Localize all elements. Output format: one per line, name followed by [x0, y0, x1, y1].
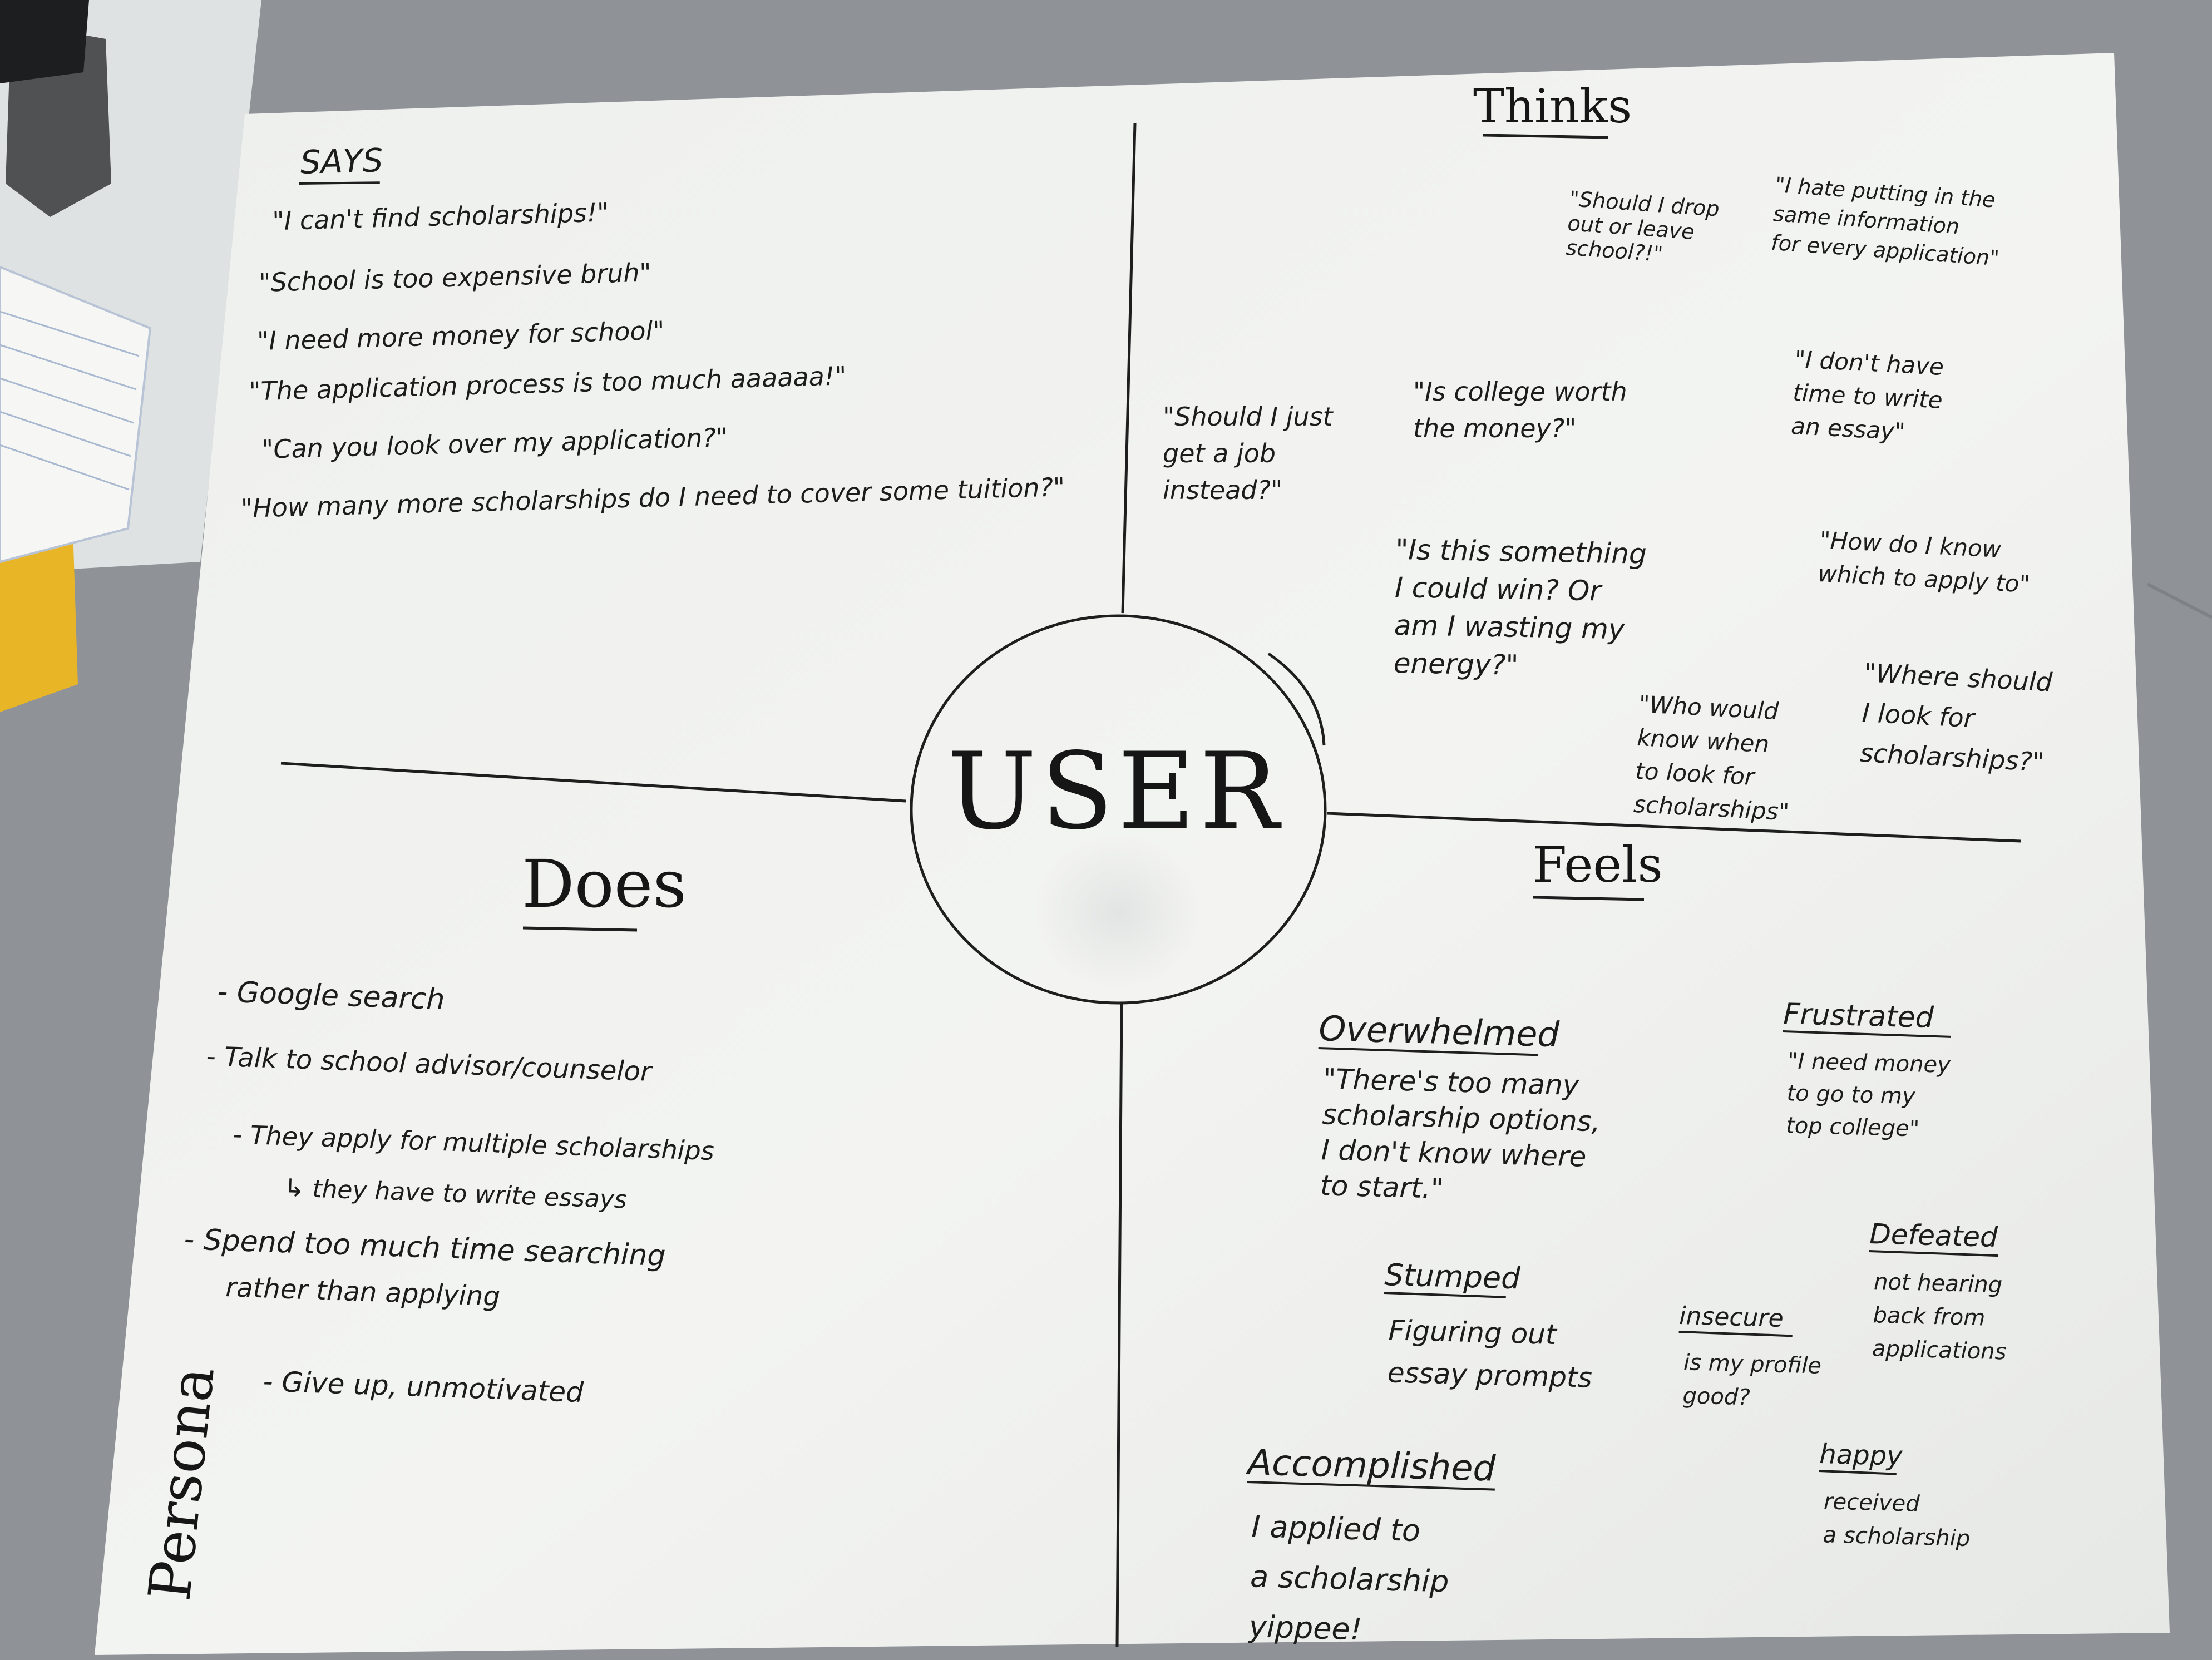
feels-emotion-line: good?	[1682, 1383, 1750, 1410]
feels-emotion-heading: Stumped	[1384, 1257, 1521, 1296]
thinks-note-line: instead?"	[1163, 475, 1282, 505]
feels-emotion: Defeated not hearing back from applications	[1866, 1218, 2009, 1365]
feels-emotion-heading: Overwhelmed	[1319, 1008, 1561, 1055]
says-title: SAYS	[300, 141, 383, 181]
thinks-note-line: I could win? Or	[1395, 571, 1603, 607]
feels-emotion-line: essay prompts	[1387, 1356, 1592, 1394]
feels-emotion-heading: insecure	[1679, 1302, 1784, 1333]
thinks-note-line: "Is college worth	[1413, 377, 1627, 407]
feels-emotion-line: a scholarship	[1823, 1522, 1971, 1552]
feels-emotion-line: top college"	[1786, 1113, 1920, 1142]
feels-emotion-line: to start."	[1320, 1169, 1444, 1205]
feels-emotion-line: back from	[1873, 1302, 1986, 1331]
feels-title: Feels	[1533, 836, 1663, 893]
thinks-note-line: "Should I just	[1163, 402, 1334, 432]
thinks-note-line: "Is this something	[1395, 533, 1647, 570]
feels-emotion-line: applications	[1872, 1336, 2007, 1365]
feels-emotion-line: "There's too many	[1322, 1063, 1580, 1101]
feels-emotion-line: a scholarship	[1250, 1559, 1449, 1599]
feels-emotion-line: Figuring out	[1388, 1314, 1558, 1351]
feels-emotion-line: yippee!	[1247, 1609, 1362, 1647]
center-label: USER	[947, 730, 1283, 853]
thinks-note-line: energy?"	[1393, 647, 1519, 681]
thinks-note-line: get a job	[1163, 438, 1276, 468]
blurred-spot	[1035, 834, 1202, 990]
feels-emotion-line: not hearing	[1874, 1269, 2003, 1298]
feels-emotion-line: is my profile	[1683, 1350, 1822, 1379]
thinks-title: Thinks	[1473, 79, 1632, 134]
feels-emotion-line: I applied to	[1251, 1509, 1421, 1548]
thinks-note-line: I look for	[1862, 698, 1977, 734]
feels-emotion-heading: Frustrated	[1783, 997, 1935, 1035]
thinks-note-line: am I wasting my	[1394, 609, 1626, 645]
feels-emotion-line: to go to my	[1786, 1080, 1916, 1109]
thinks-note-line: the money?"	[1413, 413, 1576, 443]
feels-emotion-line: "I need money	[1788, 1048, 1952, 1078]
eraser-cap	[0, 0, 89, 83]
feels-emotion-heading: happy	[1819, 1439, 1903, 1472]
feels-emotion-line: received	[1824, 1489, 1920, 1517]
feels-emotion-heading: Defeated	[1869, 1218, 1998, 1253]
does-title: Does	[522, 846, 687, 922]
